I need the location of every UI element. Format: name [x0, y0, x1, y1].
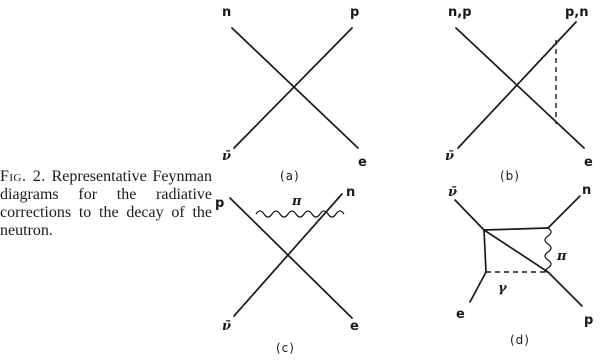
- diagram-d-label-bottom-left: e: [456, 307, 465, 322]
- diagram-c-line-p-e: [229, 197, 353, 319]
- diagram-b-label-bottom-left: ν̄: [445, 149, 454, 164]
- diagram-d-label-bottom-right: p: [584, 313, 593, 328]
- diagram-c-sublabel: (c): [276, 341, 295, 355]
- figure-caption: Fig. 2. Representative Feynman diagrams …: [0, 168, 212, 240]
- diagram-b-line-pn-nubar: [457, 21, 577, 149]
- diagram-b-label-top-left: n,p: [448, 5, 472, 20]
- diagram-c-label-top-left: p: [215, 196, 224, 211]
- diagram-d-line-p: [547, 271, 583, 307]
- caption-text: Representative Feynman diagrams for the …: [0, 168, 212, 239]
- diagram-c-wavy-pion: [255, 210, 345, 218]
- diagram-b-sublabel: (b): [500, 169, 520, 183]
- diagram-d-pion-label: π: [556, 249, 567, 264]
- diagram-c-pion-label: π: [291, 194, 302, 209]
- diagram-d-line-n: [547, 195, 581, 229]
- diagram-b-line-np-e: [455, 27, 585, 149]
- diagram-d: π γ ν̄ n e p (d): [448, 183, 593, 347]
- diagram-d-label-top-right: n: [582, 183, 591, 198]
- figure-label: Fig. 2.: [0, 168, 46, 185]
- diagram-b: n,p p,n ν̄ e (b): [445, 5, 593, 183]
- diagram-d-box-diagonal: [483, 229, 549, 273]
- diagram-b-label-top-right: p,n: [565, 5, 589, 20]
- diagram-c-label-bottom-left: ν̄: [222, 319, 231, 334]
- diagram-d-box-top: [483, 227, 549, 231]
- diagram-d-sublabel: (d): [510, 333, 530, 347]
- diagram-c-line-n-nubar: [233, 193, 343, 317]
- diagram-a-label-bottom-left: ν̄: [222, 149, 231, 164]
- diagram-a-line-n-e: [231, 27, 359, 149]
- diagram-a-label-top-left: n: [222, 5, 231, 20]
- diagram-c-label-bottom-right: e: [350, 319, 359, 334]
- diagram-a-label-top-right: p: [350, 5, 359, 20]
- diagram-d-line-e: [469, 271, 487, 303]
- diagram-d-line-nubar: [454, 199, 485, 231]
- diagram-d-photon-label: γ: [498, 281, 508, 296]
- diagram-a-sublabel: (a): [280, 169, 300, 183]
- diagram-c: π p n ν̄ e (c): [215, 185, 359, 355]
- diagram-b-label-bottom-right: e: [584, 155, 593, 170]
- diagram-d-label-top-left: ν̄: [448, 185, 457, 200]
- diagram-a-line-p-nubar: [233, 27, 353, 149]
- diagram-d-wavy-pion: [544, 227, 552, 273]
- diagram-a: n p ν̄ e (a): [222, 5, 367, 183]
- diagram-a-label-bottom-right: e: [358, 155, 367, 170]
- diagram-d-box-left: [483, 229, 487, 273]
- diagram-c-label-top-right: n: [346, 185, 355, 200]
